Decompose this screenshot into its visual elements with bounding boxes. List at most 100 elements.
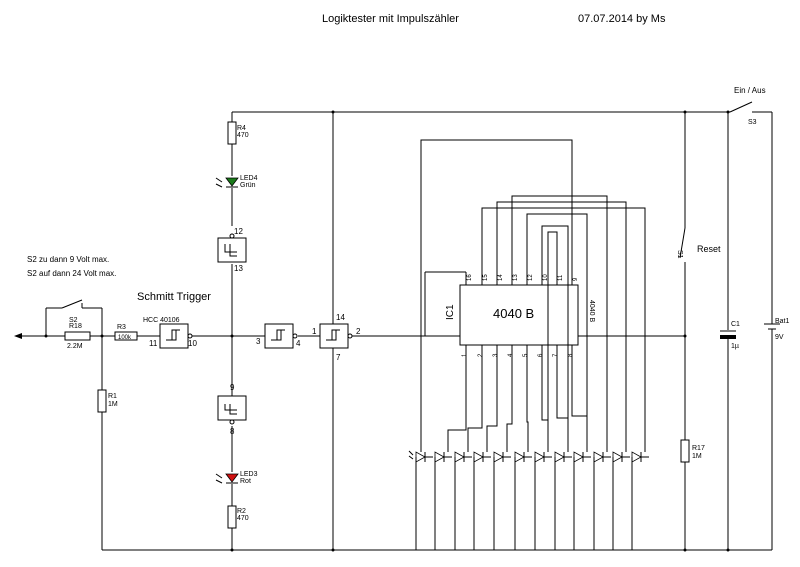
gate-12-13: 12 13 [217,227,247,273]
led-triangle [631,451,642,463]
ic-pin-bottom-label: 6 [538,353,544,357]
led-triangle [593,451,604,463]
svg-text:S2: S2 [69,317,78,324]
ic-pin-top-label: 16 [467,274,473,281]
bottom-pin-route [526,352,529,452]
ic-4040: 4040 B IC1 4040 B [425,271,595,346]
svg-text:R2: R2 [237,508,246,515]
gate-9-8: 9 8 [217,383,247,436]
ic-pin-top-label: 13 [513,274,519,281]
switch-s3-battery: Ein / Aus S3 Bat1 9V [729,86,790,550]
ic-pin-top-label: 11 [558,274,564,281]
bottom-pin-route [541,352,549,452]
bottom-pin-route [467,352,483,452]
top-pin-route [526,213,588,452]
led4-green: LED4 Grün [215,175,258,189]
svg-text:R18: R18 [69,323,82,330]
resistor-r3: R3 100k [114,324,138,341]
switch-s2: S2 [44,299,104,338]
ic-pin-bottom-label: 1 [462,353,468,357]
reset-label: Reset [697,244,721,254]
led-triangle [573,451,584,463]
title: Logiktester mit Impulszähler [322,13,459,25]
top-pin-route [420,139,573,452]
led-triangle [415,451,426,463]
svg-text:R17: R17 [692,445,705,452]
svg-text:13: 13 [234,264,243,273]
svg-text:2.2M: 2.2M [67,343,83,350]
svg-text:R3: R3 [117,324,126,331]
led-triangle [554,451,565,463]
svg-text:100k: 100k [118,335,132,341]
led-triangle [612,451,623,463]
led-triangle [534,451,545,463]
svg-text:7: 7 [336,353,341,362]
resistor-r18: R18 2.2M [64,323,91,350]
counter-crosswires [420,139,646,452]
bottom-pin-route [447,352,467,452]
reset-wiring: S1 Reset R17 1M [578,110,721,552]
ic-pin-top-label: 12 [528,274,534,281]
svg-text:9V: 9V [775,334,784,341]
schmitt-label: Schmitt Trigger [137,291,211,303]
svg-text:3: 3 [256,337,261,346]
svg-text:12: 12 [234,227,243,236]
svg-text:1M: 1M [108,401,118,408]
svg-text:8: 8 [230,427,235,436]
note-line1: S2 zu dann 9 Volt max. [27,255,109,264]
svg-text:Grün: Grün [240,182,256,189]
ic-side-label: 4040 B [588,300,595,323]
svg-text:S3: S3 [748,119,757,126]
gate-11-10: 11 10 [149,323,197,349]
svg-text:Rot: Rot [240,478,251,485]
svg-text:R1: R1 [108,393,117,400]
led-triangle [473,451,484,463]
ic-pin-bottom-label: 5 [523,353,529,357]
led3-red: LED3 Rot [215,471,258,485]
svg-text:R4: R4 [237,125,246,132]
note-line2: S2 auf dann 24 Volt max. [27,269,116,278]
svg-text:1µ: 1µ [731,343,739,350]
ic-pin-bottom-label: 8 [568,353,574,357]
date-author: 07.07.2014 by Ms [578,13,666,25]
svg-text:1: 1 [312,327,317,336]
svg-text:4: 4 [296,339,301,348]
svg-text:470: 470 [237,515,249,522]
ic-counter-label: 4040 B [493,306,534,321]
ic1-label: IC1 [445,304,456,320]
ein-aus-label: Ein / Aus [734,86,766,95]
counter-led-bank [408,450,649,550]
svg-text:10: 10 [188,339,197,348]
svg-text:Bat1: Bat1 [775,318,790,325]
led-triangle [434,451,445,463]
ic-pin-bottom-label: 2 [478,353,484,357]
ic-pin-top-label: 15 [483,274,489,281]
gate-1-2: 1 2 14 7 [312,110,361,552]
ic-pin-bottom-label: 3 [493,353,499,357]
svg-text:LED4: LED4 [240,175,258,182]
svg-text:S1: S1 [676,250,683,259]
bottom-pin-route [506,352,513,452]
led-ray [408,455,414,460]
top-pin-route [481,207,646,452]
top-pin-route [541,225,569,452]
led-column: R4 470 [227,112,249,552]
top-pin-route [547,231,558,452]
bottom-pin-route [556,352,569,452]
svg-text:1M: 1M [692,453,702,460]
capacitor-c1: C1 1µ [720,110,740,552]
svg-text:470: 470 [237,132,249,139]
ic-type-label: HCC 40106 [143,317,180,324]
svg-text:2: 2 [356,327,361,336]
led-ray [408,450,414,456]
svg-text:C1: C1 [731,321,740,328]
gate-3-4: 3 4 [256,323,301,349]
resistor-r1: R1 1M [97,336,118,550]
top-pin-route [511,195,608,452]
bottom-pin-route [486,352,498,452]
resistor-r2: R2 470 [227,505,249,529]
svg-text:9: 9 [230,383,235,392]
